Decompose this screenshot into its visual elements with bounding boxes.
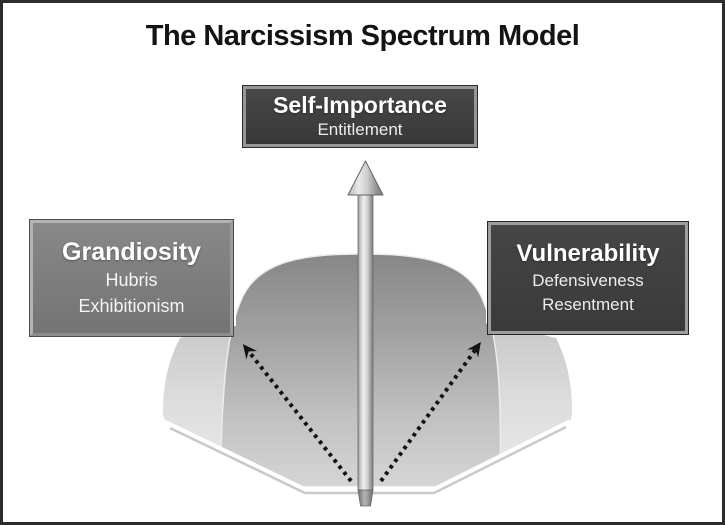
node-self-importance-label: Self-Importance bbox=[273, 91, 447, 118]
node-vulnerability: Vulnerability Defensiveness Resentment bbox=[488, 222, 688, 334]
node-grandiosity: Grandiosity Hubris Exhibitionism bbox=[30, 220, 233, 336]
node-self-importance-sublabel: Entitlement bbox=[317, 120, 403, 140]
diagram-title: The Narcissism Spectrum Model bbox=[145, 20, 580, 52]
node-vulnerability-sublabel-1: Defensiveness bbox=[532, 270, 644, 290]
node-self-importance: Self-Importance Entitlement bbox=[243, 86, 477, 147]
upward-arrow-head bbox=[347, 160, 384, 196]
node-vulnerability-label: Vulnerability bbox=[516, 239, 660, 267]
node-vulnerability-sublabel-2: Resentment bbox=[542, 295, 634, 315]
node-grandiosity-sublabel-1: Hubris bbox=[105, 270, 158, 291]
node-grandiosity-sublabel-2: Exhibitionism bbox=[78, 295, 185, 316]
node-grandiosity-label: Grandiosity bbox=[62, 237, 201, 266]
upward-arrow-shaft bbox=[357, 185, 374, 491]
upward-arrow-tip bbox=[357, 489, 374, 507]
